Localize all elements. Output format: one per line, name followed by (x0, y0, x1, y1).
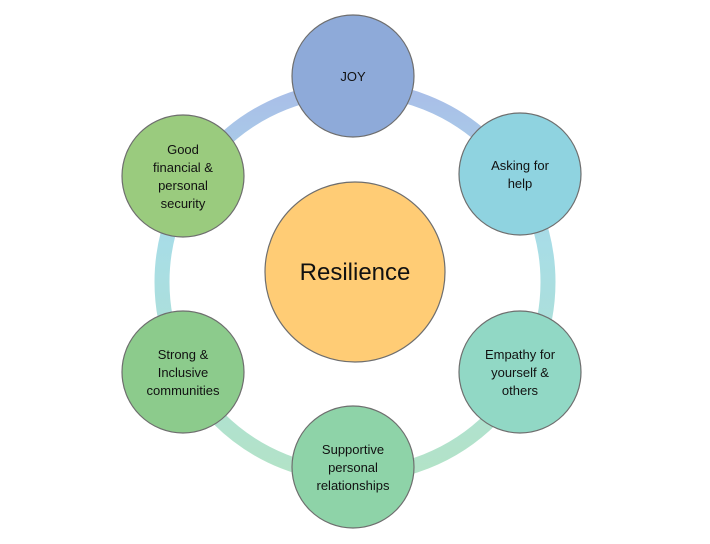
center-circle (264, 181, 446, 363)
node-label-line: Strong & (158, 347, 209, 362)
node-circle (458, 112, 582, 236)
node-circle (291, 405, 415, 529)
node-label-line: communities (147, 383, 220, 398)
node-label-line: personal (158, 178, 208, 193)
node-label-line: security (161, 196, 206, 211)
node-circle (121, 114, 245, 238)
node-supportive-relationships: Supportive personal relationships (291, 405, 415, 529)
node-label-line: financial & (153, 160, 213, 175)
node-label-line: Good (167, 142, 199, 157)
center-label: Resilience (300, 259, 411, 286)
node-label-line: others (502, 383, 539, 398)
node-circle (291, 14, 415, 138)
node-financial-security: Good financial & personal security (121, 114, 245, 238)
node-label-line: relationships (317, 478, 390, 493)
node-label-line: Supportive (322, 442, 384, 457)
node-circle (458, 310, 582, 434)
node-circle (121, 310, 245, 434)
node-label-line: help (508, 176, 533, 191)
node-strong-communities: Strong & Inclusive communities (121, 310, 245, 434)
node-label-line: yourself & (491, 365, 549, 380)
node-label-line: Empathy for (485, 347, 556, 362)
node-asking-for-help: Asking for help (458, 112, 582, 236)
node-empathy: Empathy for yourself & others (458, 310, 582, 434)
node-joy: JOY (291, 14, 415, 138)
node-label-line: JOY (340, 69, 366, 84)
node-label-line: personal (328, 460, 378, 475)
node-label-line: Inclusive (158, 365, 209, 380)
node-label-line: Asking for (491, 158, 549, 173)
center-node: Resilience (264, 181, 446, 363)
